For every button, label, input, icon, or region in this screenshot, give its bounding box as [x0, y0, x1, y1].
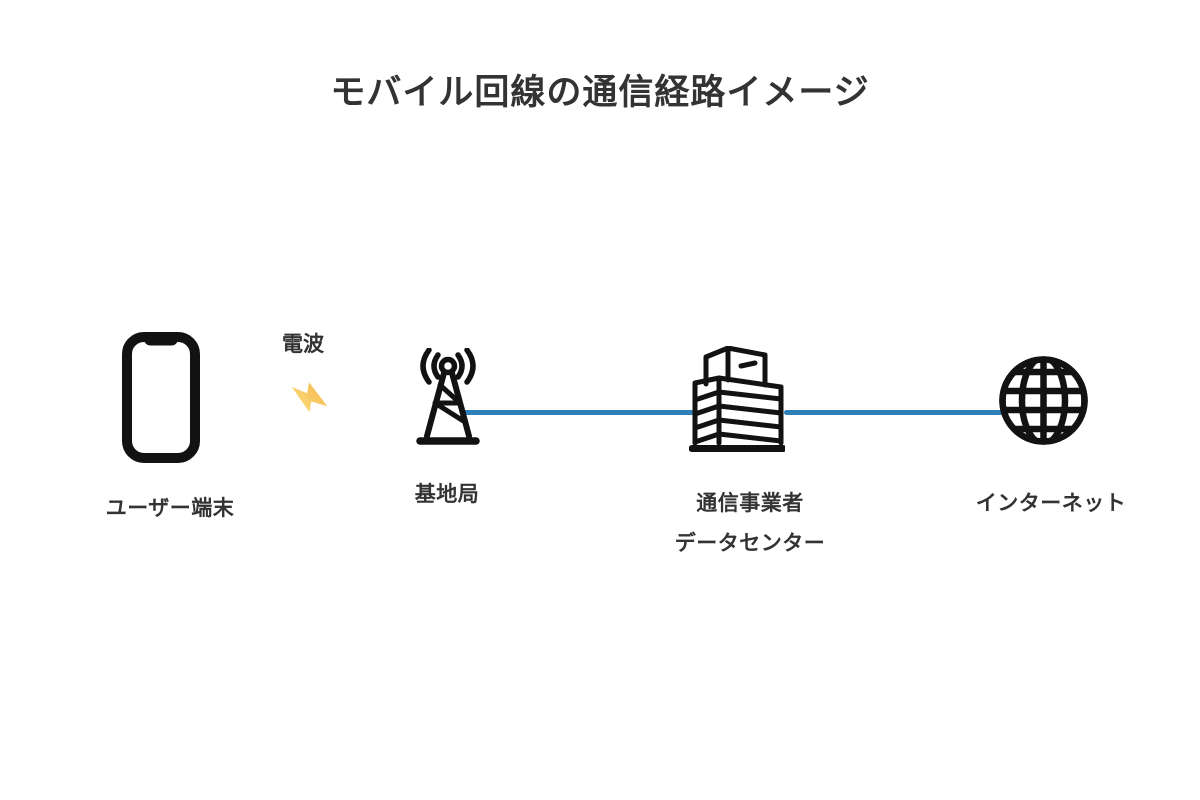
radio-tower-icon [416, 348, 480, 445]
lightning-bolt-icon [291, 382, 328, 413]
diagram-title: モバイル回線の通信経路イメージ [330, 73, 870, 112]
label-user-device: ユーザー端末 [105, 497, 235, 520]
label-internet: インターネット [975, 492, 1127, 515]
label-radio-wave: 電波 [282, 333, 324, 356]
link-basestation-datacenter [462, 410, 696, 415]
label-base-station: 基地局 [414, 483, 480, 506]
smartphone-icon [122, 332, 200, 463]
link-datacenter-internet [784, 410, 1006, 415]
office-building-icon [689, 346, 785, 452]
globe-icon [999, 356, 1088, 445]
label-carrier: 通信事業者 [696, 492, 804, 515]
label-datacenter: データセンター [674, 532, 826, 555]
